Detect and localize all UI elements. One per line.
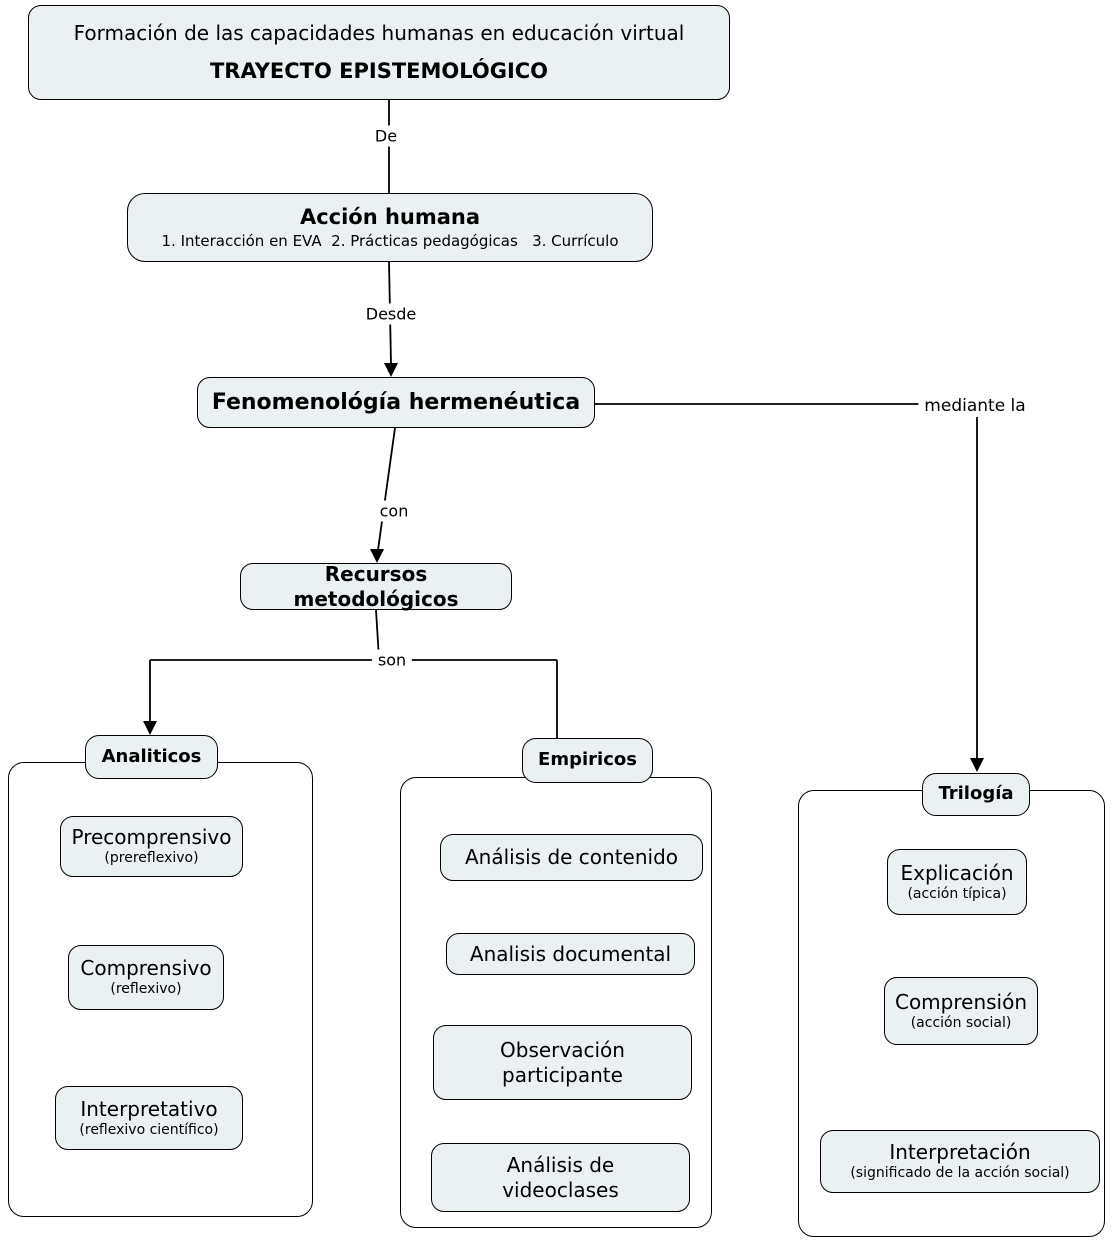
empiricos-title: Empiricos: [538, 749, 637, 771]
comprensivo-label: Comprensivo: [80, 956, 212, 981]
comprension-sublabel: (acción social): [910, 1014, 1012, 1031]
root-title-line2: TRAYECTO EPISTEMOLÓGICO: [209, 58, 549, 83]
edge-label-son: son: [371, 649, 413, 671]
precomprensivo-sublabel: (prereflexivo): [104, 850, 199, 867]
interpretativo-sublabel: (reflexivo científico): [79, 1121, 219, 1138]
fenomenologia-label: Fenomenológía hermenéutica: [211, 389, 581, 415]
node-explicacion: Explicación (acción típica): [887, 849, 1027, 915]
node-analisis-documental: Analisis documental: [446, 933, 695, 975]
node-analisis-videoclases: Análisis de videoclases: [431, 1143, 690, 1212]
accion-humana-subtitle: 1. Interacción en EVA 2. Prácticas pedag…: [161, 232, 619, 251]
node-recursos: Recursos metodológicos: [240, 561, 512, 611]
explicacion-sublabel: (acción típica): [907, 885, 1007, 902]
node-analisis-contenido: Análisis de contenido: [440, 834, 703, 881]
node-comprension: Comprensión (acción social): [884, 977, 1038, 1045]
arrowhead-recursos: [370, 549, 384, 563]
node-interpretacion: Interpretación (significado de la acción…: [820, 1130, 1100, 1193]
edge-label-mediante-la: mediante la: [918, 395, 1032, 417]
node-comprensivo: Comprensivo (reflexivo): [68, 945, 224, 1010]
chip-analiticos: Analiticos: [85, 735, 218, 779]
root-title-line1: Formación de las capacidades humanas en …: [73, 20, 685, 45]
accion-humana-title: Acción humana: [299, 205, 481, 229]
comprension-label: Comprensión: [894, 989, 1028, 1014]
arrowhead-fenomenologia: [384, 363, 398, 377]
node-accion-humana: Acción humana 1. Interacción en EVA 2. P…: [127, 193, 653, 262]
edge-label-con: con: [373, 500, 415, 522]
analisis-documental-label: Analisis documental: [469, 941, 672, 966]
observacion-participante-label: Observación participante: [500, 1037, 625, 1087]
node-root: Formación de las capacidades humanas en …: [28, 5, 730, 100]
edge-fenomenologia-recursos: [377, 427, 396, 551]
interpretativo-label: Interpretativo: [80, 1096, 218, 1121]
interpretacion-sublabel: (significado de la acción social): [850, 1165, 1070, 1182]
arrowhead-trilogia: [970, 758, 984, 772]
arrowhead-analiticos: [143, 721, 157, 735]
node-fenomenologia: Fenomenológía hermenéutica: [197, 377, 595, 428]
edge-label-de: De: [368, 125, 404, 147]
explicacion-label: Explicación: [900, 860, 1014, 885]
node-interpretativo: Interpretativo (reflexivo científico): [55, 1086, 243, 1150]
analisis-videoclases-label: Análisis de videoclases: [502, 1152, 619, 1202]
chip-empiricos: Empiricos: [522, 738, 653, 783]
analisis-contenido-label: Análisis de contenido: [464, 845, 679, 869]
node-precomprensivo: Precomprensivo (prereflexivo): [60, 816, 243, 877]
chip-trilogia: Trilogía: [922, 773, 1030, 816]
recursos-label: Recursos metodológicos: [293, 561, 459, 611]
trilogia-title: Trilogía: [938, 783, 1014, 805]
analiticos-title: Analiticos: [101, 745, 202, 767]
node-observacion-participante: Observación participante: [433, 1025, 692, 1100]
comprensivo-sublabel: (reflexivo): [110, 981, 182, 998]
edge-label-desde: Desde: [359, 303, 423, 325]
precomprensivo-label: Precomprensivo: [71, 825, 232, 850]
interpretacion-label: Interpretación: [889, 1140, 1031, 1165]
